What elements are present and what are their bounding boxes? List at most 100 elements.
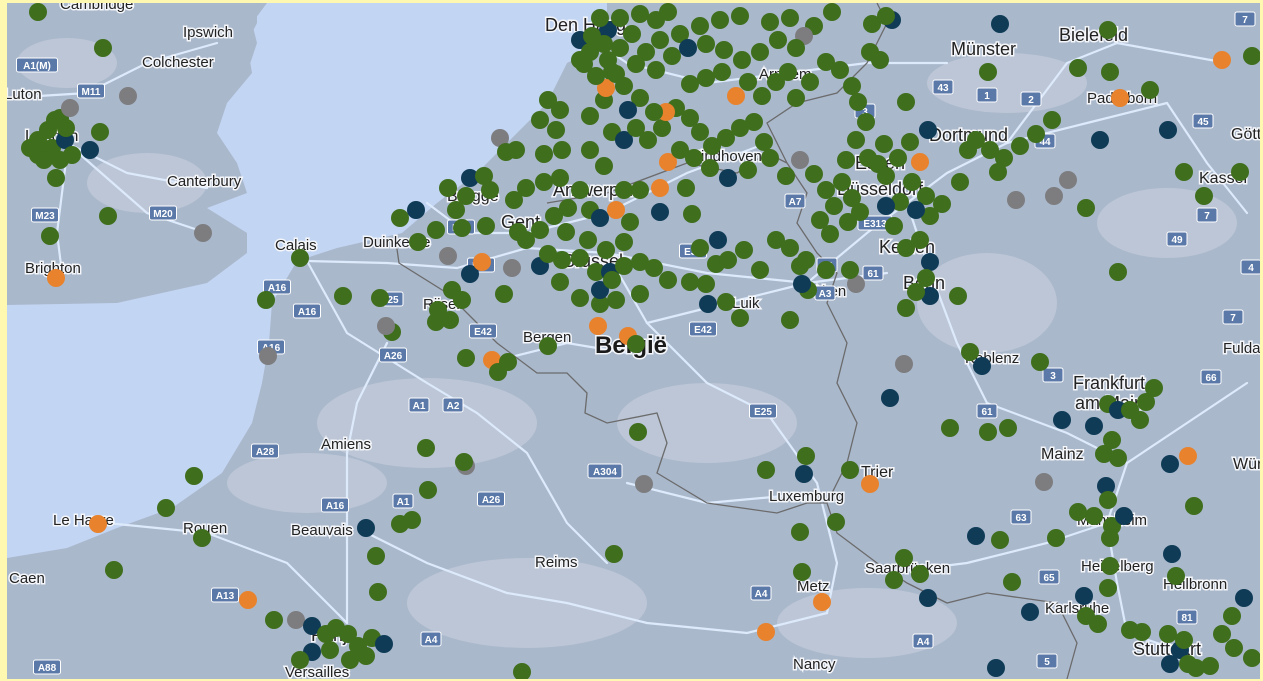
green-marker[interactable] [885, 217, 903, 235]
green-marker[interactable] [1175, 163, 1193, 181]
green-marker[interactable] [833, 173, 851, 191]
green-marker[interactable] [895, 549, 913, 567]
green-marker[interactable] [341, 651, 359, 669]
green-marker[interactable] [539, 245, 557, 263]
green-marker[interactable] [1167, 567, 1185, 585]
green-marker[interactable] [639, 131, 657, 149]
green-marker[interactable] [841, 461, 859, 479]
green-marker[interactable] [701, 159, 719, 177]
green-marker[interactable] [357, 647, 375, 665]
green-marker[interactable] [193, 529, 211, 547]
green-marker[interactable] [837, 151, 855, 169]
green-marker[interactable] [857, 113, 875, 131]
navy-marker[interactable] [877, 197, 895, 215]
green-marker[interactable] [99, 207, 117, 225]
green-marker[interactable] [631, 181, 649, 199]
green-marker[interactable] [801, 73, 819, 91]
grey-marker[interactable] [1007, 191, 1025, 209]
green-marker[interactable] [1133, 623, 1151, 641]
green-marker[interactable] [703, 137, 721, 155]
green-marker[interactable] [1185, 497, 1203, 515]
green-marker[interactable] [553, 141, 571, 159]
green-marker[interactable] [979, 423, 997, 441]
green-marker[interactable] [1099, 491, 1117, 509]
green-marker[interactable] [623, 25, 641, 43]
green-marker[interactable] [581, 107, 599, 125]
navy-marker[interactable] [303, 617, 321, 635]
green-marker[interactable] [499, 353, 517, 371]
green-marker[interactable] [539, 337, 557, 355]
green-marker[interactable] [603, 271, 621, 289]
green-marker[interactable] [477, 217, 495, 235]
grey-marker[interactable] [1045, 187, 1063, 205]
green-marker[interactable] [51, 151, 69, 169]
grey-marker[interactable] [61, 99, 79, 117]
green-marker[interactable] [841, 261, 859, 279]
green-marker[interactable] [767, 73, 785, 91]
green-marker[interactable] [1109, 449, 1127, 467]
green-marker[interactable] [851, 203, 869, 221]
green-marker[interactable] [1131, 411, 1149, 429]
navy-marker[interactable] [1163, 545, 1181, 563]
green-marker[interactable] [817, 181, 835, 199]
green-marker[interactable] [735, 241, 753, 259]
green-marker[interactable] [1031, 353, 1049, 371]
green-marker[interactable] [21, 139, 39, 157]
green-marker[interactable] [793, 563, 811, 581]
green-marker[interactable] [659, 3, 677, 21]
green-marker[interactable] [495, 285, 513, 303]
green-marker[interactable] [371, 289, 389, 307]
green-marker[interactable] [481, 181, 499, 199]
green-marker[interactable] [607, 291, 625, 309]
green-marker[interactable] [951, 173, 969, 191]
orange-marker[interactable] [861, 475, 879, 493]
green-marker[interactable] [917, 187, 935, 205]
green-marker[interactable] [591, 295, 609, 313]
orange-marker[interactable] [473, 253, 491, 271]
navy-marker[interactable] [1097, 477, 1115, 495]
grey-marker[interactable] [847, 275, 865, 293]
green-marker[interactable] [731, 309, 749, 327]
green-marker[interactable] [41, 227, 59, 245]
green-marker[interactable] [517, 179, 535, 197]
green-marker[interactable] [781, 311, 799, 329]
green-marker[interactable] [755, 133, 773, 151]
green-marker[interactable] [877, 7, 895, 25]
navy-marker[interactable] [1075, 587, 1093, 605]
green-marker[interactable] [631, 285, 649, 303]
green-marker[interactable] [591, 9, 609, 27]
green-marker[interactable] [367, 547, 385, 565]
green-marker[interactable] [627, 335, 645, 353]
navy-marker[interactable] [615, 131, 633, 149]
green-marker[interactable] [587, 263, 605, 281]
green-marker[interactable] [753, 87, 771, 105]
green-marker[interactable] [1201, 657, 1219, 675]
green-marker[interactable] [757, 461, 775, 479]
green-marker[interactable] [961, 343, 979, 361]
green-marker[interactable] [453, 291, 471, 309]
green-marker[interactable] [1243, 649, 1260, 667]
green-marker[interactable] [441, 311, 459, 329]
green-marker[interactable] [339, 625, 357, 643]
green-marker[interactable] [697, 35, 715, 53]
green-marker[interactable] [739, 161, 757, 179]
green-marker[interactable] [831, 61, 849, 79]
green-marker[interactable] [587, 67, 605, 85]
green-marker[interactable] [265, 611, 283, 629]
green-marker[interactable] [505, 191, 523, 209]
navy-marker[interactable] [991, 15, 1009, 33]
orange-marker[interactable] [597, 79, 615, 97]
green-marker[interactable] [1103, 431, 1121, 449]
green-marker[interactable] [685, 149, 703, 167]
green-marker[interactable] [611, 39, 629, 57]
grey-marker[interactable] [194, 224, 212, 242]
green-marker[interactable] [787, 39, 805, 57]
green-marker[interactable] [877, 167, 895, 185]
green-marker[interactable] [427, 313, 445, 331]
green-marker[interactable] [369, 583, 387, 601]
grey-marker[interactable] [491, 129, 509, 147]
green-marker[interactable] [897, 93, 915, 111]
green-marker[interactable] [777, 167, 795, 185]
green-marker[interactable] [1099, 579, 1117, 597]
green-marker[interactable] [885, 571, 903, 589]
